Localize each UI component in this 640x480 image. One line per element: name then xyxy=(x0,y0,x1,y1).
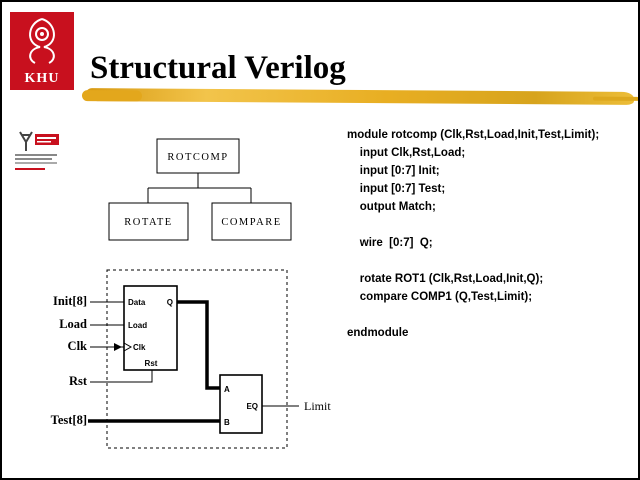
hierarchy-connectors xyxy=(147,173,252,203)
khu-emblem-icon xyxy=(29,18,55,64)
comparator-block xyxy=(219,374,263,434)
signal-label-rst: Rst xyxy=(69,374,88,388)
signal-label-limit: Limit xyxy=(304,399,331,413)
module-boundary-dashed-box xyxy=(106,269,288,449)
comparator-pin-a: A xyxy=(224,385,230,394)
code-line: endmodule xyxy=(347,327,409,339)
verilog-code-block: module rotcomp (Clk,Rst,Load,Init,Test,L… xyxy=(347,126,599,342)
khu-logo: KHU xyxy=(10,12,74,90)
code-line: rotate ROT1 (Clk,Rst,Load,Init,Q); xyxy=(347,273,544,285)
compare-label: COMPARE xyxy=(221,217,281,228)
register-pin-rst: Rst xyxy=(145,359,158,368)
code-line: compare COMP1 (Q,Test,Limit); xyxy=(347,291,533,303)
page-title: Structural Verilog xyxy=(90,50,346,86)
register-block xyxy=(123,285,178,371)
code-line: input [0:7] Init; xyxy=(347,165,440,177)
rotcomp-box xyxy=(156,138,240,174)
small-logo-stamp xyxy=(12,129,62,177)
hierarchy-diagram: ROTCOMP ROTATE COMPARE xyxy=(108,138,292,241)
compare-box xyxy=(211,202,292,241)
clock-triangle-icon xyxy=(123,342,133,352)
rotcomp-label: ROTCOMP xyxy=(167,152,228,163)
khu-logo-text: KHU xyxy=(24,71,60,86)
code-line: output Match; xyxy=(347,201,436,213)
register-pin-clk: Clk xyxy=(133,343,146,352)
signal-label-test: Test[8] xyxy=(51,413,87,427)
code-line: input [0:7] Test; xyxy=(347,183,446,195)
signal-label-clk: Clk xyxy=(68,339,88,353)
code-line: module rotcomp (Clk,Rst,Load,Init,Test,L… xyxy=(347,129,600,141)
q-bus-wire xyxy=(177,300,220,390)
rotate-label: ROTATE xyxy=(124,217,172,228)
schematic-diagram: Data Q Load Clk Rst A B EQ Init[8] Load … xyxy=(51,269,331,449)
rotate-box xyxy=(108,202,189,241)
code-line: wire [0:7] Q; xyxy=(347,237,433,249)
code-line xyxy=(347,252,599,270)
stamp-icon xyxy=(15,131,59,170)
register-pin-data: Data xyxy=(128,298,146,307)
comparator-pin-eq: EQ xyxy=(246,402,258,411)
rst-wire xyxy=(90,370,153,383)
code-line xyxy=(347,216,599,234)
register-pin-load: Load xyxy=(128,321,147,330)
clk-arrow-icon xyxy=(114,343,122,351)
comparator-pin-b: B xyxy=(224,418,230,427)
register-pin-q: Q xyxy=(167,298,173,307)
code-line xyxy=(347,306,599,324)
signal-label-init: Init[8] xyxy=(53,294,87,308)
code-line: input Clk,Rst,Load; xyxy=(347,147,466,159)
signal-label-load: Load xyxy=(59,317,87,331)
